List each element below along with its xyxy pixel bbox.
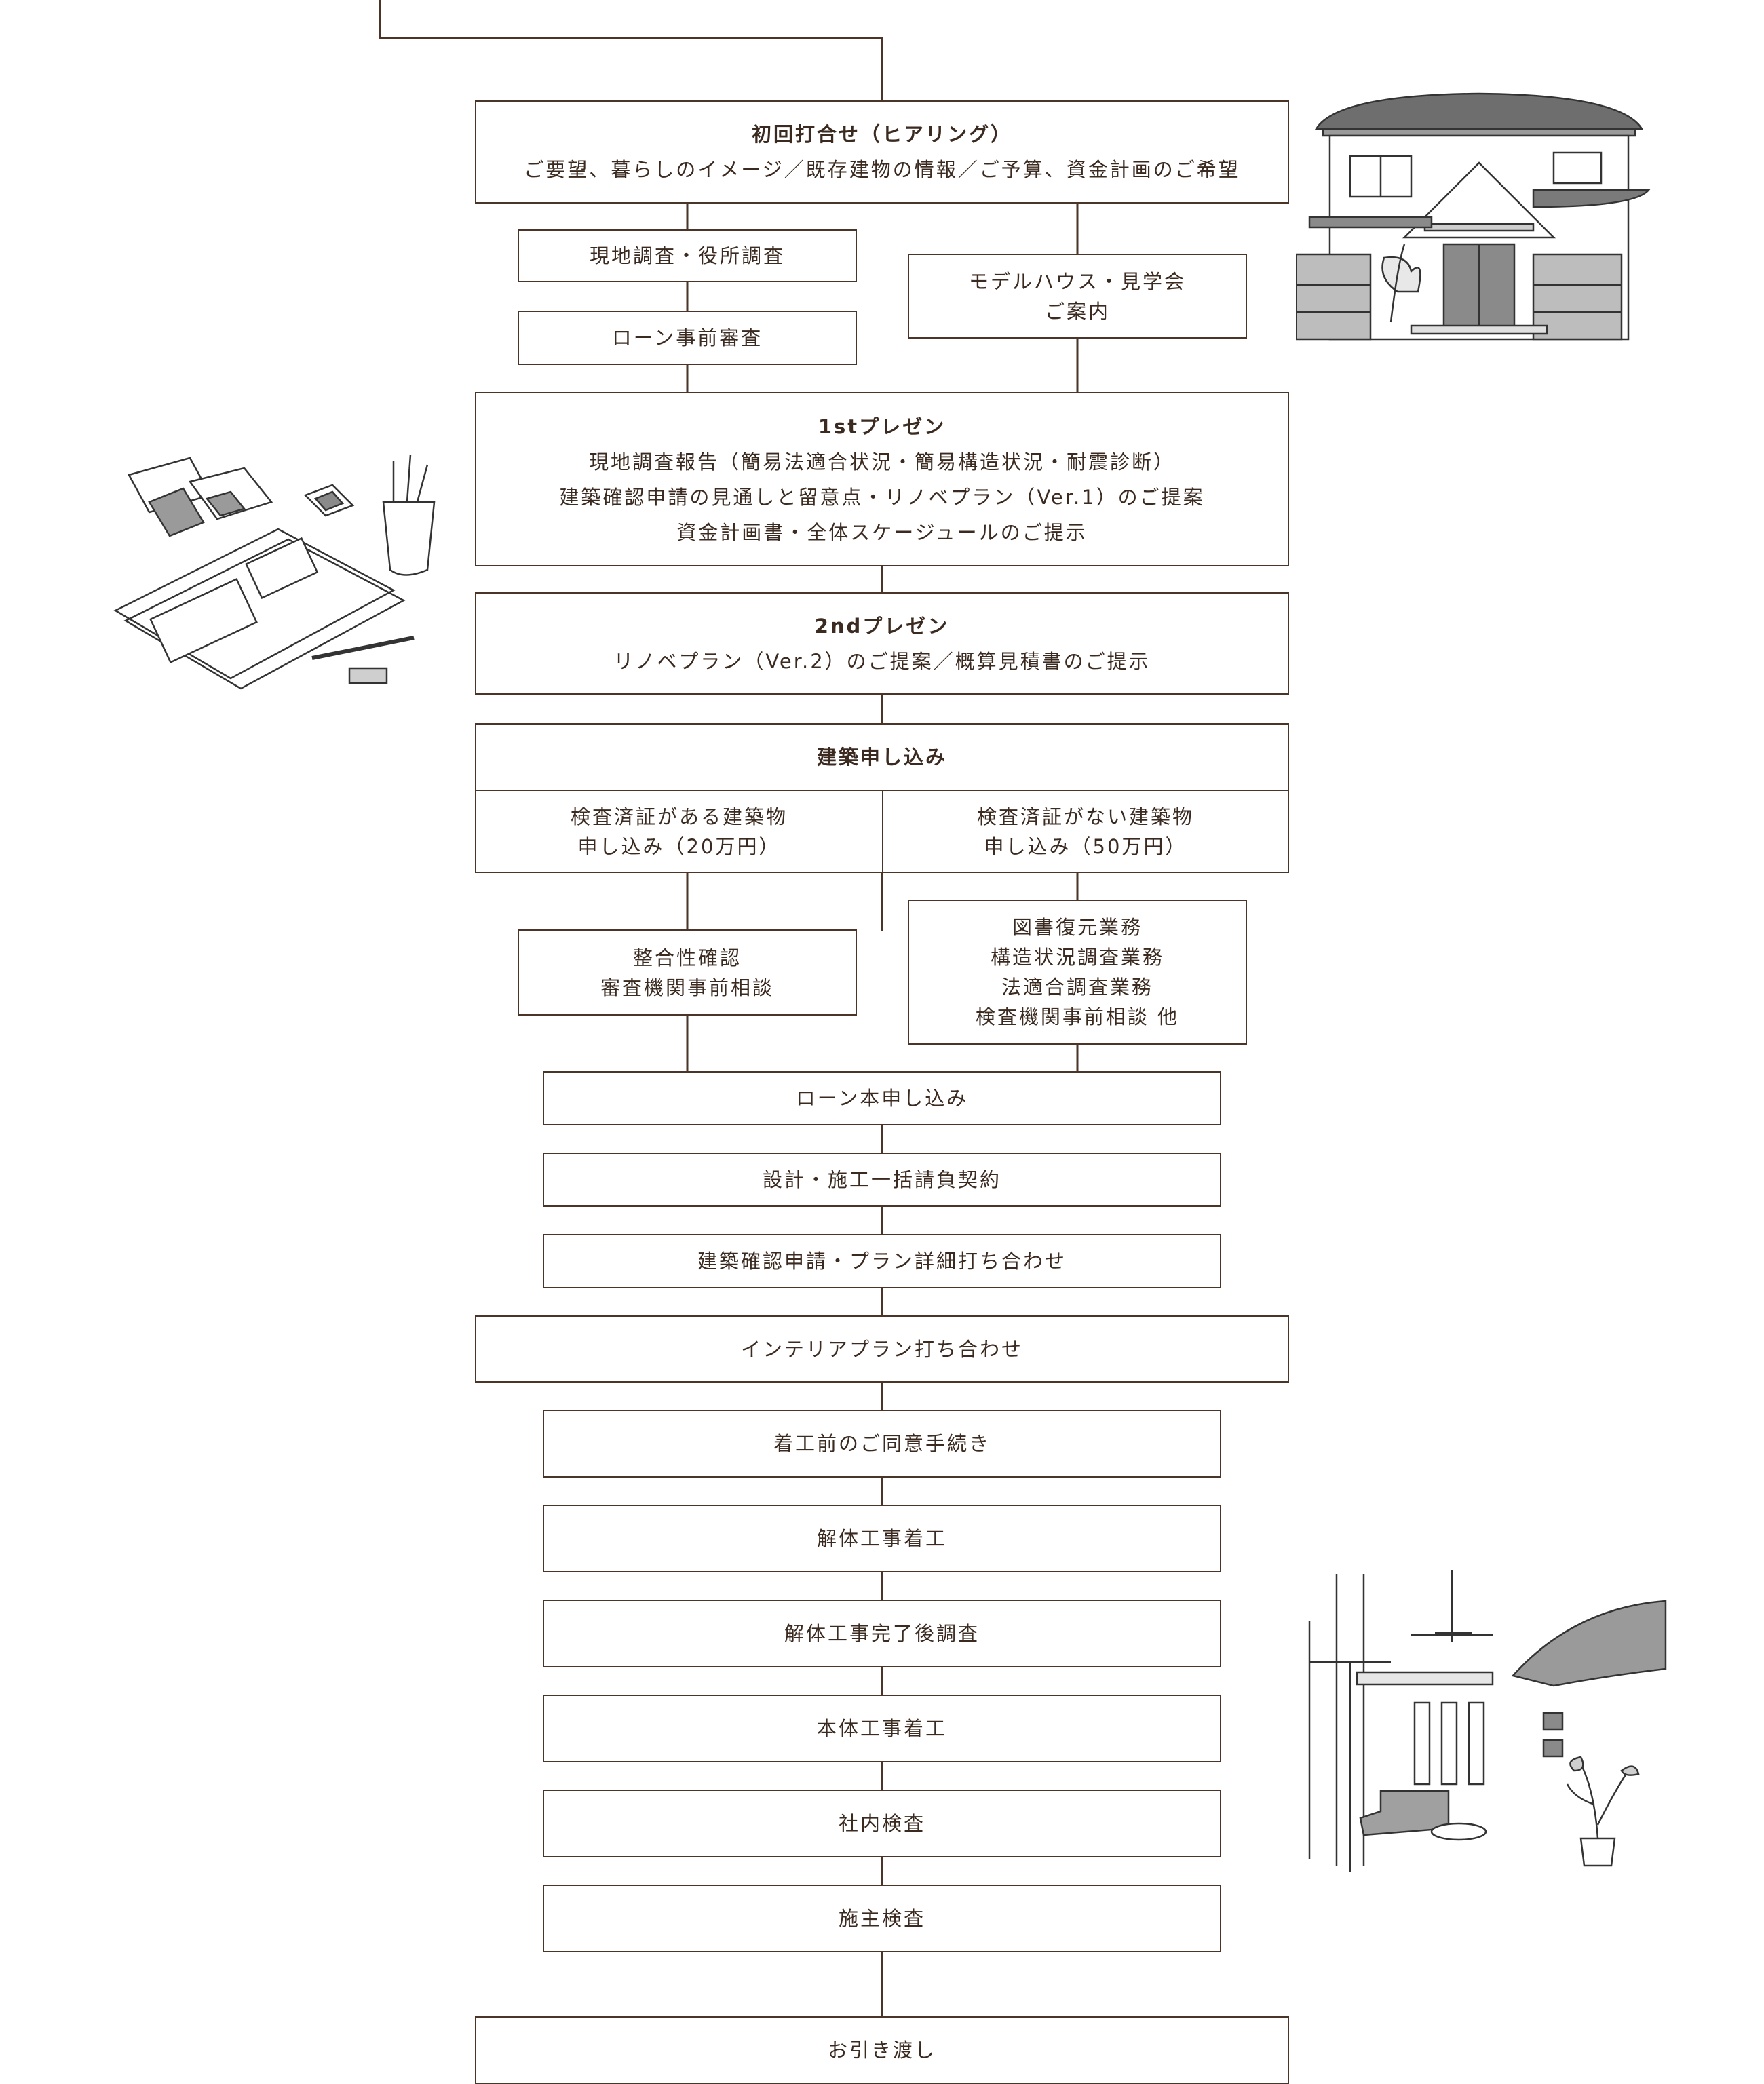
step-hearing: 初回打合せ（ヒアリング） ご要望、暮らしのイメージ／既存建物の情報／ご予算、資金… — [475, 100, 1289, 204]
step-restoration-line1: 図書復元業務 — [1012, 916, 1143, 939]
step-2nd-presentation: 2ndプレゼン リノベプラン（Ver.2）のご提案／概算見積書のご提示 — [475, 592, 1289, 695]
step-model-house-line1: モデルハウス・見学会 — [968, 269, 1186, 293]
step-interior-plan: インテリアプラン打ち合わせ — [475, 1315, 1289, 1383]
step-internal-inspection: 社内検査 — [543, 1790, 1221, 1857]
step-contract-label: 設計・施工一括請負契約 — [762, 1168, 1001, 1191]
step-1st-presentation: 1stプレゼン 現地調査報告（簡易法適合状況・簡易構造状況・耐震診断） 建築確認… — [475, 392, 1289, 566]
step-confirm-application-label: 建築確認申請・プラン詳細打ち合わせ — [697, 1250, 1067, 1273]
step-restoration: 図書復元業務 構造状況調査業務 法適合調査業務 検査機関事前相談 他 — [908, 900, 1247, 1045]
step-internal-inspection-label: 社内検査 — [838, 1812, 925, 1835]
step-consent: 着工前のご同意手続き — [543, 1410, 1221, 1478]
step-loan-main-label: ローン本申し込み — [795, 1087, 969, 1110]
blueprints-illustration — [113, 454, 436, 690]
entry-connector — [379, 0, 883, 102]
option-with-certificate-line1: 検査済証がある建築物 — [570, 805, 788, 828]
step-hearing-detail: ご要望、暮らしのイメージ／既存建物の情報／ご予算、資金計画のご希望 — [524, 158, 1240, 181]
step-model-house: モデルハウス・見学会 ご案内 — [908, 254, 1247, 339]
step-consistency: 整合性確認 審査機関事前相談 — [518, 929, 857, 1016]
step-owner-inspection: 施主検査 — [543, 1885, 1221, 1952]
step-1st-presentation-line1: 現地調査報告（簡易法適合状況・簡易構造状況・耐震診断） — [588, 450, 1175, 474]
step-1st-presentation-line3: 資金計画書・全体スケージュールのご提示 — [676, 520, 1088, 544]
step-restoration-line2: 構造状況調査業務 — [990, 946, 1164, 969]
step-application-options: 検査済証がある建築物 申し込み（20万円） 検査済証がない建築物 申し込み（50… — [475, 790, 1289, 873]
step-interior-plan-label: インテリアプラン打ち合わせ — [740, 1337, 1023, 1361]
step-1st-presentation-line2: 建築確認申請の見通しと留意点・リノベプラン（Ver.1）のご提案 — [559, 485, 1205, 509]
step-contract: 設計・施工一括請負契約 — [543, 1153, 1221, 1207]
step-consent-label: 着工前のご同意手続き — [773, 1432, 991, 1455]
application-option-with-certificate: 検査済証がある建築物 申し込み（20万円） — [476, 791, 883, 872]
step-loan-pre-label: ローン事前審査 — [611, 326, 763, 349]
step-consistency-line2: 審査機関事前相談 — [600, 976, 774, 999]
interior-illustration — [1308, 1570, 1667, 1872]
step-confirm-application: 建築確認申請・プラン詳細打ち合わせ — [543, 1234, 1221, 1288]
step-loan-pre: ローン事前審査 — [518, 311, 857, 365]
step-application-title: 建築申し込み — [816, 746, 947, 769]
step-main-construction: 本体工事着工 — [543, 1695, 1221, 1762]
step-handover: お引き渡し — [475, 2016, 1289, 2084]
option-with-certificate-line2: 申し込み（20万円） — [577, 834, 781, 858]
step-2nd-presentation-line1: リノベプラン（Ver.2）のご提案／概算見積書のご提示 — [613, 649, 1151, 673]
step-hearing-title: 初回打合せ（ヒアリング） — [751, 123, 1012, 146]
step-2nd-presentation-title: 2ndプレゼン — [814, 614, 950, 638]
step-handover-label: お引き渡し — [827, 2039, 936, 2062]
step-owner-inspection-label: 施主検査 — [838, 1907, 925, 1930]
house-illustration — [1296, 92, 1651, 341]
step-demolition-survey-label: 解体工事完了後調査 — [784, 1622, 980, 1645]
step-application: 建築申し込み — [475, 723, 1289, 791]
option-without-certificate-line2: 申し込み（50万円） — [984, 834, 1187, 858]
step-model-house-line2: ご案内 — [1044, 299, 1110, 323]
step-consistency-line1: 整合性確認 — [632, 946, 742, 969]
option-without-certificate-line1: 検査済証がない建築物 — [976, 805, 1194, 828]
step-demolition-survey: 解体工事完了後調査 — [543, 1600, 1221, 1667]
step-1st-presentation-title: 1stプレゼン — [818, 414, 946, 438]
application-option-without-certificate: 検査済証がない建築物 申し込み（50万円） — [883, 791, 1288, 872]
step-demolition-start-label: 解体工事着工 — [816, 1527, 947, 1550]
step-site-survey: 現地調査・役所調査 — [518, 229, 857, 282]
step-restoration-line3: 法適合調査業務 — [1001, 976, 1153, 999]
step-site-survey-label: 現地調査・役所調査 — [589, 244, 785, 267]
step-loan-main: ローン本申し込み — [543, 1071, 1221, 1125]
step-restoration-line4: 検査機関事前相談 他 — [975, 1005, 1180, 1028]
step-main-construction-label: 本体工事着工 — [816, 1717, 947, 1740]
step-demolition-start: 解体工事着工 — [543, 1505, 1221, 1572]
